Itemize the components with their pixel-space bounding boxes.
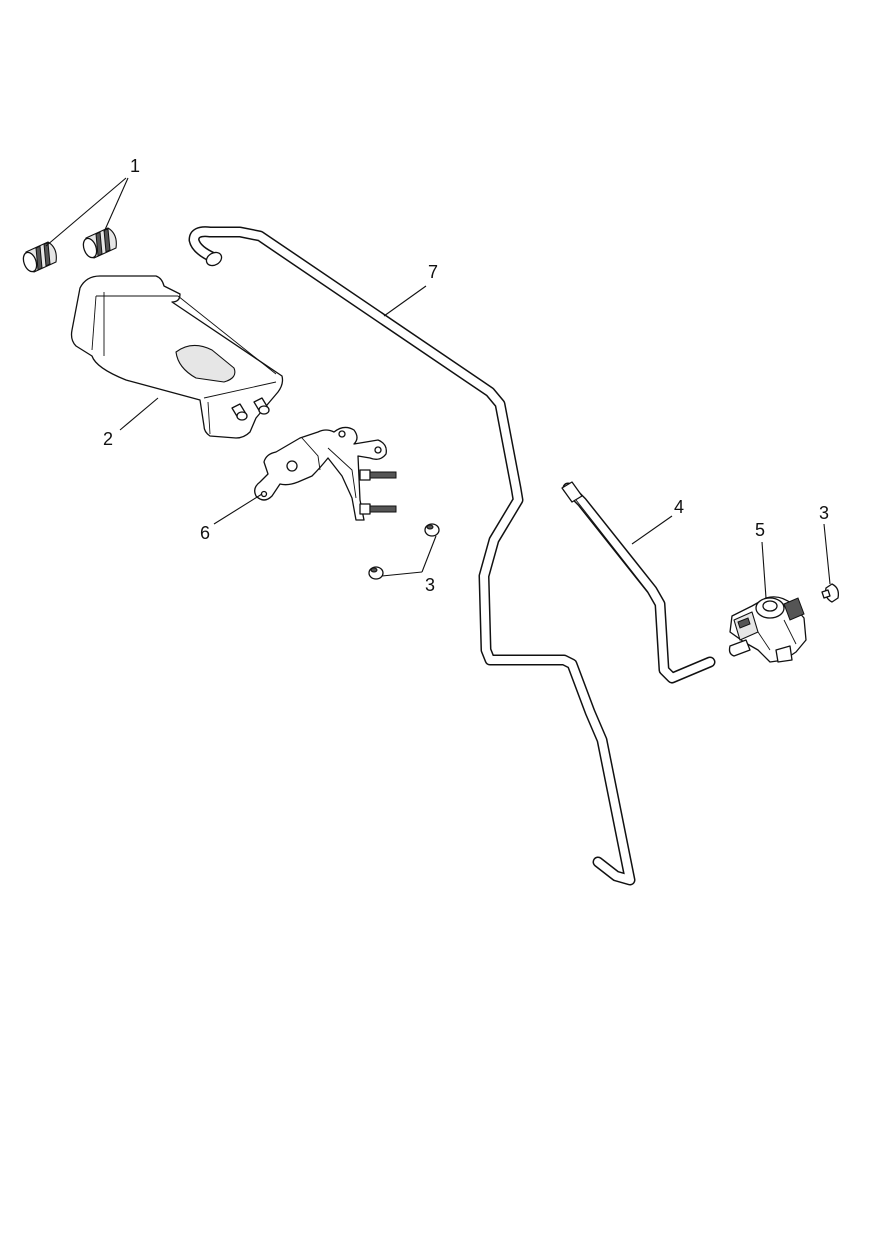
- callout-3b: 3: [819, 503, 829, 523]
- leader-7: [383, 285, 427, 317]
- leader-5: [761, 541, 767, 599]
- callout-2: 2: [103, 429, 113, 449]
- part-3-screw-right[interactable]: [821, 583, 840, 603]
- callout-6: 6: [200, 523, 210, 543]
- callout-4: 4: [674, 497, 684, 517]
- callout-labels: 1 2 3 3 4 5 6 7: [103, 156, 829, 595]
- part-1-grommet-left[interactable]: [21, 241, 57, 273]
- callout-7: 7: [428, 262, 438, 282]
- part-6-mounting-bracket[interactable]: [254, 426, 397, 521]
- leader-2: [119, 397, 159, 431]
- part-3-screw-lower[interactable]: [368, 566, 384, 580]
- callout-5: 5: [755, 520, 765, 540]
- part-3-screw-upper[interactable]: [424, 523, 440, 537]
- part-4-short-hose[interactable]: [561, 481, 716, 684]
- leader-lines: [45, 177, 831, 599]
- leader-3b: [381, 571, 423, 577]
- canister-port-left: [231, 403, 248, 421]
- part-1-grommet-right[interactable]: [81, 227, 117, 259]
- bracket-bolt-lower: [359, 503, 397, 515]
- part-7-vapour-hose[interactable]: [188, 226, 636, 886]
- leader-3a: [421, 535, 437, 573]
- callout-3a: 3: [425, 575, 435, 595]
- leader-4: [631, 515, 673, 545]
- leader-6: [213, 493, 263, 525]
- leader-1-left: [45, 177, 127, 247]
- bracket-bolt-upper: [359, 469, 397, 481]
- leader-1-right: [103, 177, 129, 233]
- part-5-purge-valve[interactable]: [728, 596, 807, 663]
- canister-port-right: [253, 397, 270, 415]
- part-2-evap-canister[interactable]: [70, 275, 284, 439]
- leader-3c: [823, 523, 831, 585]
- callout-1: 1: [130, 156, 140, 176]
